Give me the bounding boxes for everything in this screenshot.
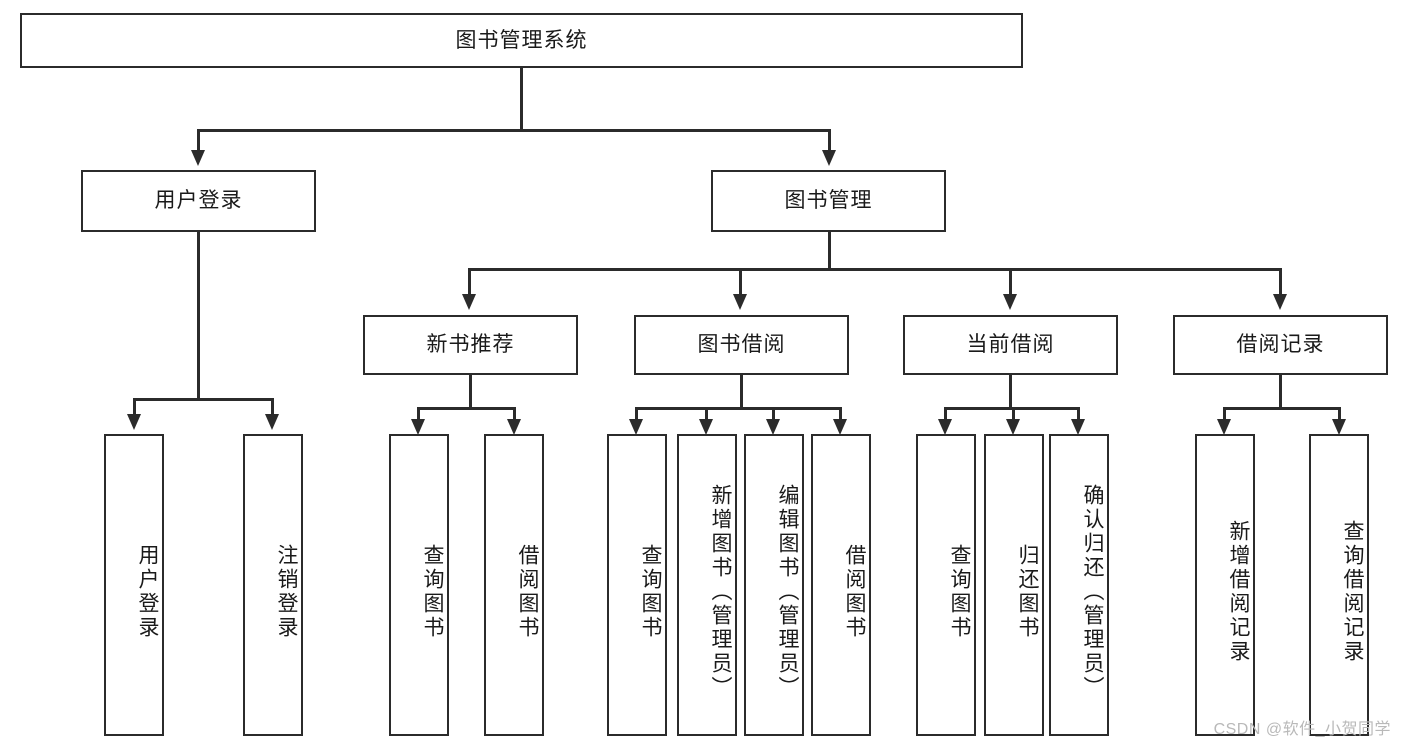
node-leaf-return-book[interactable]: 归还图书 bbox=[984, 434, 1044, 736]
connector-book-manage-to-borrow-record bbox=[1279, 268, 1282, 296]
connector-current-borrow-to-leaf-1 bbox=[944, 407, 947, 421]
node-book-borrow-label: 图书借阅 bbox=[697, 333, 786, 357]
arrow-root-to-user-login bbox=[191, 150, 205, 166]
node-leaf-query-record[interactable]: 查询借阅记录 bbox=[1309, 434, 1369, 736]
arrow-new-book-rec-to-leaf-2 bbox=[507, 419, 521, 435]
node-leaf-borrow-book-2-label: 借阅图书 bbox=[843, 544, 866, 640]
node-book-manage[interactable]: 图书管理 bbox=[711, 170, 946, 232]
connector-root-stem bbox=[520, 68, 523, 130]
node-leaf-edit-book-admin[interactable]: 编辑图书（管理员） bbox=[744, 434, 804, 736]
node-leaf-logout-label: 注销登录 bbox=[275, 544, 298, 640]
connector-current-borrow-to-leaf-3 bbox=[1077, 407, 1080, 421]
node-borrow-record-label: 借阅记录 bbox=[1236, 333, 1325, 357]
node-leaf-borrow-book-1-label: 借阅图书 bbox=[516, 544, 539, 640]
node-book-borrow[interactable]: 图书借阅 bbox=[634, 315, 849, 375]
connector-user-login-to-leaf-2 bbox=[271, 398, 274, 416]
node-root[interactable]: 图书管理系统 bbox=[20, 13, 1023, 68]
connector-book-borrow-stem bbox=[740, 375, 743, 409]
node-book-manage-label: 图书管理 bbox=[784, 189, 873, 213]
arrow-book-manage-to-borrow-record bbox=[1273, 294, 1287, 310]
connector-new-book-rec-to-leaf-1 bbox=[417, 407, 420, 421]
arrow-book-manage-to-new-book-rec bbox=[462, 294, 476, 310]
arrow-book-manage-to-book-borrow bbox=[733, 294, 747, 310]
node-leaf-borrow-book-2[interactable]: 借阅图书 bbox=[811, 434, 871, 736]
connector-current-borrow-bus bbox=[944, 407, 1078, 410]
connector-new-book-rec-stem bbox=[469, 375, 472, 409]
node-leaf-query-record-label: 查询借阅记录 bbox=[1341, 520, 1364, 664]
connector-book-borrow-bus bbox=[635, 407, 841, 410]
node-leaf-query-book-1-label: 查询图书 bbox=[421, 544, 444, 640]
node-new-book-rec-label: 新书推荐 bbox=[426, 333, 515, 357]
connector-root-to-book-manage bbox=[828, 129, 831, 155]
arrow-user-login-to-leaf-2 bbox=[265, 414, 279, 430]
connector-book-manage-bus bbox=[468, 268, 1281, 271]
connector-book-manage-to-current-borrow bbox=[1009, 268, 1012, 296]
connector-root-bus bbox=[197, 129, 831, 132]
connector-borrow-record-bus bbox=[1223, 407, 1340, 410]
connector-book-borrow-to-leaf-1 bbox=[635, 407, 638, 421]
connector-current-borrow-to-leaf-2 bbox=[1012, 407, 1015, 421]
node-borrow-record[interactable]: 借阅记录 bbox=[1173, 315, 1388, 375]
connector-borrow-record-to-leaf-2 bbox=[1338, 407, 1341, 421]
node-leaf-query-book-3[interactable]: 查询图书 bbox=[916, 434, 976, 736]
node-root-label: 图书管理系统 bbox=[455, 28, 588, 52]
arrow-book-borrow-to-leaf-2 bbox=[699, 419, 713, 435]
connector-book-borrow-to-leaf-3 bbox=[772, 407, 775, 421]
node-leaf-add-record[interactable]: 新增借阅记录 bbox=[1195, 434, 1255, 736]
node-leaf-query-book-2[interactable]: 查询图书 bbox=[607, 434, 667, 736]
connector-root-to-user-login bbox=[197, 129, 200, 155]
arrow-current-borrow-to-leaf-1 bbox=[938, 419, 952, 435]
node-user-login[interactable]: 用户登录 bbox=[81, 170, 316, 232]
node-leaf-user-login-label: 用户登录 bbox=[136, 544, 159, 640]
node-user-login-label: 用户登录 bbox=[154, 189, 243, 213]
node-leaf-edit-book-admin-label: 编辑图书（管理员） bbox=[776, 484, 799, 700]
connector-borrow-record-to-leaf-1 bbox=[1223, 407, 1226, 421]
arrow-book-borrow-to-leaf-4 bbox=[833, 419, 847, 435]
arrow-book-manage-to-current-borrow bbox=[1003, 294, 1017, 310]
node-leaf-confirm-return-admin-label: 确认归还（管理员） bbox=[1081, 484, 1104, 700]
node-leaf-add-book-admin[interactable]: 新增图书（管理员） bbox=[677, 434, 737, 736]
arrow-borrow-record-to-leaf-2 bbox=[1332, 419, 1346, 435]
arrow-current-borrow-to-leaf-3 bbox=[1071, 419, 1085, 435]
node-new-book-rec[interactable]: 新书推荐 bbox=[363, 315, 578, 375]
connector-book-manage-to-book-borrow bbox=[739, 268, 742, 296]
node-current-borrow[interactable]: 当前借阅 bbox=[903, 315, 1118, 375]
node-leaf-add-book-admin-label: 新增图书（管理员） bbox=[709, 484, 732, 700]
connector-user-login-to-leaf-1 bbox=[133, 398, 136, 416]
csdn-watermark: CSDN @软件_小贺同学 bbox=[1213, 721, 1391, 738]
connector-new-book-rec-to-leaf-2 bbox=[513, 407, 516, 421]
connector-book-borrow-to-leaf-4 bbox=[839, 407, 842, 421]
node-leaf-borrow-book-1[interactable]: 借阅图书 bbox=[484, 434, 544, 736]
node-leaf-query-book-3-label: 查询图书 bbox=[948, 544, 971, 640]
node-leaf-user-login[interactable]: 用户登录 bbox=[104, 434, 164, 736]
node-leaf-add-record-label: 新增借阅记录 bbox=[1227, 520, 1250, 664]
node-current-borrow-label: 当前借阅 bbox=[966, 333, 1055, 357]
connector-book-manage-to-new-book-rec bbox=[468, 268, 471, 296]
connector-book-manage-stem bbox=[828, 232, 831, 270]
arrow-user-login-to-leaf-1 bbox=[127, 414, 141, 430]
arrow-current-borrow-to-leaf-2 bbox=[1006, 419, 1020, 435]
connector-new-book-rec-bus bbox=[417, 407, 515, 410]
arrow-book-borrow-to-leaf-1 bbox=[629, 419, 643, 435]
arrow-borrow-record-to-leaf-1 bbox=[1217, 419, 1231, 435]
connector-current-borrow-stem bbox=[1009, 375, 1012, 409]
node-leaf-return-book-label: 归还图书 bbox=[1016, 544, 1039, 640]
node-leaf-logout[interactable]: 注销登录 bbox=[243, 434, 303, 736]
node-leaf-confirm-return-admin[interactable]: 确认归还（管理员） bbox=[1049, 434, 1109, 736]
connector-user-login-bus bbox=[133, 398, 271, 401]
node-leaf-query-book-2-label: 查询图书 bbox=[639, 544, 662, 640]
connector-book-borrow-to-leaf-2 bbox=[705, 407, 708, 421]
arrow-book-borrow-to-leaf-3 bbox=[766, 419, 780, 435]
node-leaf-query-book-1[interactable]: 查询图书 bbox=[389, 434, 449, 736]
connector-borrow-record-stem bbox=[1279, 375, 1282, 409]
arrow-new-book-rec-to-leaf-1 bbox=[411, 419, 425, 435]
arrow-root-to-book-manage bbox=[822, 150, 836, 166]
connector-user-login-stem bbox=[197, 232, 200, 400]
